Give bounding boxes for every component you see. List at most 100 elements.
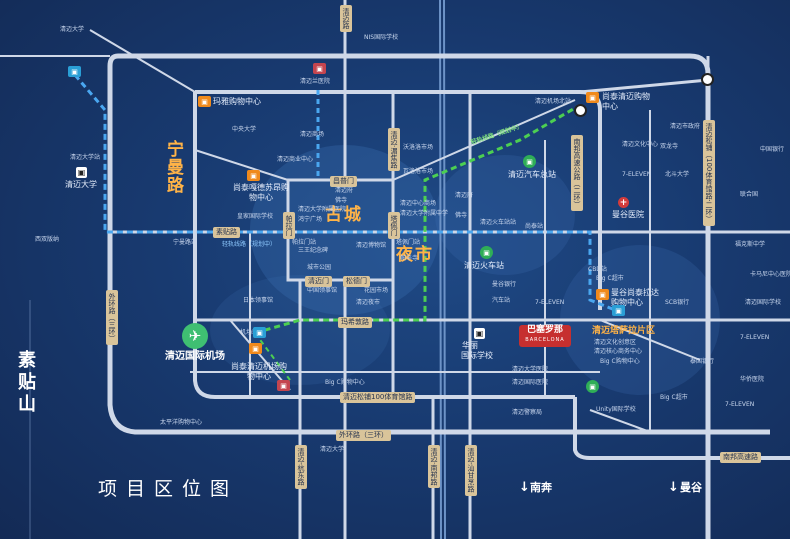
south-highway-tag: 南邦高速路 [720, 452, 761, 463]
map-title: 项目区位图 [98, 478, 239, 500]
central-festival-label: 尚泰清迈购物中心 [602, 92, 650, 111]
zone-line1: 清迈文化创意区 [594, 339, 637, 346]
poi-label: 卡马尼中心医院 [750, 271, 790, 278]
poi-label: NIS国际学校 [364, 34, 399, 41]
poi-label: 瓦洛洛市场 [403, 168, 434, 175]
poi-label: 清迈文化中心 [622, 141, 659, 148]
poi-label: 汽车站 [492, 297, 511, 304]
station-west: 宁曼路站 [173, 239, 198, 246]
poi-label: 帕辛寺 [400, 255, 419, 262]
poi-label: Big C超市 [596, 275, 624, 282]
poi-label: 7-ELEVEN [535, 299, 565, 306]
project-name-en: BARCELONA [525, 337, 565, 343]
station-x: 尚泰站 [525, 223, 544, 230]
central-airport-label: 尚泰清迈机场购物中心 [231, 362, 287, 381]
old-city-label: 古城 [325, 205, 363, 225]
cmu-label: 清迈大学 [65, 180, 97, 189]
ningman-road-label: 宁曼路 [163, 140, 183, 194]
poi-label: 沃洛洛市场 [403, 144, 434, 151]
station-icon: ▣ [586, 380, 599, 393]
kad-suan-kaew-label: 尚泰嘎德苏昂购物中心 [233, 183, 289, 202]
poi-label: 太平洋购物中心 [160, 419, 203, 426]
dkred-icon: ▣ [277, 380, 290, 391]
poi-label: 清迈夜市 [356, 299, 381, 306]
hospital-ram-icon: ▣ [313, 63, 326, 74]
station-north: 清迈机场北站 [535, 98, 572, 105]
station-airport: 机场站 [240, 329, 259, 336]
ring2-right-tag: 清迈松铺（100体育馆路·二环） [703, 120, 715, 226]
highway-ring-tag: 南邦高速公路（二环） [571, 135, 583, 211]
rail-station-label: 清迈火车站 [464, 261, 504, 270]
poi-label: Big C超市 [660, 394, 688, 401]
south-highway [573, 397, 790, 460]
poi-label: 清迈市政府 [670, 123, 701, 130]
poi-label: 清迈中心商场 [400, 200, 437, 207]
gate-east-tag: 塔佩门 [388, 212, 400, 239]
poi-label: Big C购物中心 [600, 358, 640, 365]
station-rail-tag: 清迈火车站站 [480, 219, 517, 226]
direction-east: 曼谷 [680, 481, 702, 494]
hospital-bkk-label: 曼谷医院 [612, 210, 644, 219]
poi-label: SCB银行 [665, 299, 690, 306]
poi-label: 清迈博物馆 [356, 242, 387, 249]
poi-label: 佛寺 [455, 212, 468, 219]
light-rail-blue [73, 74, 621, 314]
school-icon: ▣ [76, 167, 87, 178]
poi-label: 佛寺 [335, 197, 348, 204]
ring2-road-tag: 清迈松铺100体育馆路 [340, 392, 416, 403]
poi-label: 曼谷银行 [492, 281, 517, 288]
south-arrow-icon: ↓ [519, 480, 530, 495]
direction-south: 南奔 [530, 481, 552, 494]
north-east-road [579, 78, 709, 94]
airport-icon: ✈ [182, 323, 208, 349]
river [439, 0, 446, 539]
poi-label: 清迈大学医院 [512, 366, 549, 373]
poi-label: 福克斯中学 [735, 241, 766, 248]
poi-label: 西双版纳 [35, 236, 60, 243]
poi-label: 清迈大学附属中学 [400, 210, 449, 217]
poi-label: 三王纪念碑 [298, 247, 329, 254]
poi-label: Unity国际学校 [596, 406, 636, 413]
mall-icon: ▣ [198, 96, 211, 107]
gate-north-tag: 昌普门 [330, 176, 357, 187]
transit-icon: ▣ [612, 305, 625, 316]
station-cbd: CBD站 [588, 266, 607, 273]
poi-label: 清迈国际学校 [745, 299, 782, 306]
night-market-label: 夜市 [396, 245, 434, 265]
project-name-cn: 巴塞罗那 [526, 325, 563, 335]
cmu-transit-icon: ▣ [68, 66, 81, 77]
school-label: 华丽 [462, 341, 478, 350]
light-rail-green [254, 106, 576, 335]
poi-label: 7-ELEVEN [622, 171, 652, 178]
zone-name: 清迈塔萨拉片区 [592, 326, 656, 336]
poi-label: 清迈府 [455, 192, 474, 199]
east-arrow-icon: ↓ [668, 480, 679, 495]
poi-label: 中央大学 [232, 126, 257, 133]
maya-label: 玛雅购物中心 [213, 97, 261, 106]
zone-line2: 清迈核心商务中心 [594, 348, 643, 355]
south-left-tag: 清迈-杭东路 [295, 445, 307, 489]
south-center-tag: 清迈·南邦路 [428, 445, 440, 489]
mall-icon: ▣ [596, 289, 609, 300]
corner-sw-tag: 清迈门 [305, 276, 332, 287]
poi-label: 日本领事馆 [243, 297, 274, 304]
poi-label: 7-ELEVEN [740, 334, 770, 341]
north-right-tag: 清迈·湄焦路 [388, 128, 400, 172]
poi-label: 泰国银行 [690, 358, 715, 365]
airport-label: 清迈国际机场 [165, 351, 225, 362]
west-road-tag: 素贴路 [213, 227, 240, 238]
ring3-left-tag: 外环路（三环） [106, 290, 118, 345]
ring-road-center-tag: 玛希敦路 [338, 317, 372, 328]
school2-label: 国际学校 [461, 351, 493, 360]
ring-junction-marker [574, 104, 587, 117]
poi-label: 清迈警察局 [512, 409, 543, 416]
station-univ: 清迈大学站 [70, 154, 101, 161]
poi-label: 清迈商场 [300, 131, 325, 138]
project-marker[interactable]: 巴塞罗那 BARCELONA [519, 325, 571, 347]
mall-icon: ▣ [586, 92, 599, 103]
poi-label: 皇家国际学校 [237, 213, 274, 220]
poi-label: 鸿宁广场 [298, 216, 323, 223]
poi-label: 中国领事馆 [307, 287, 338, 294]
hospital-icon: + [618, 197, 629, 208]
